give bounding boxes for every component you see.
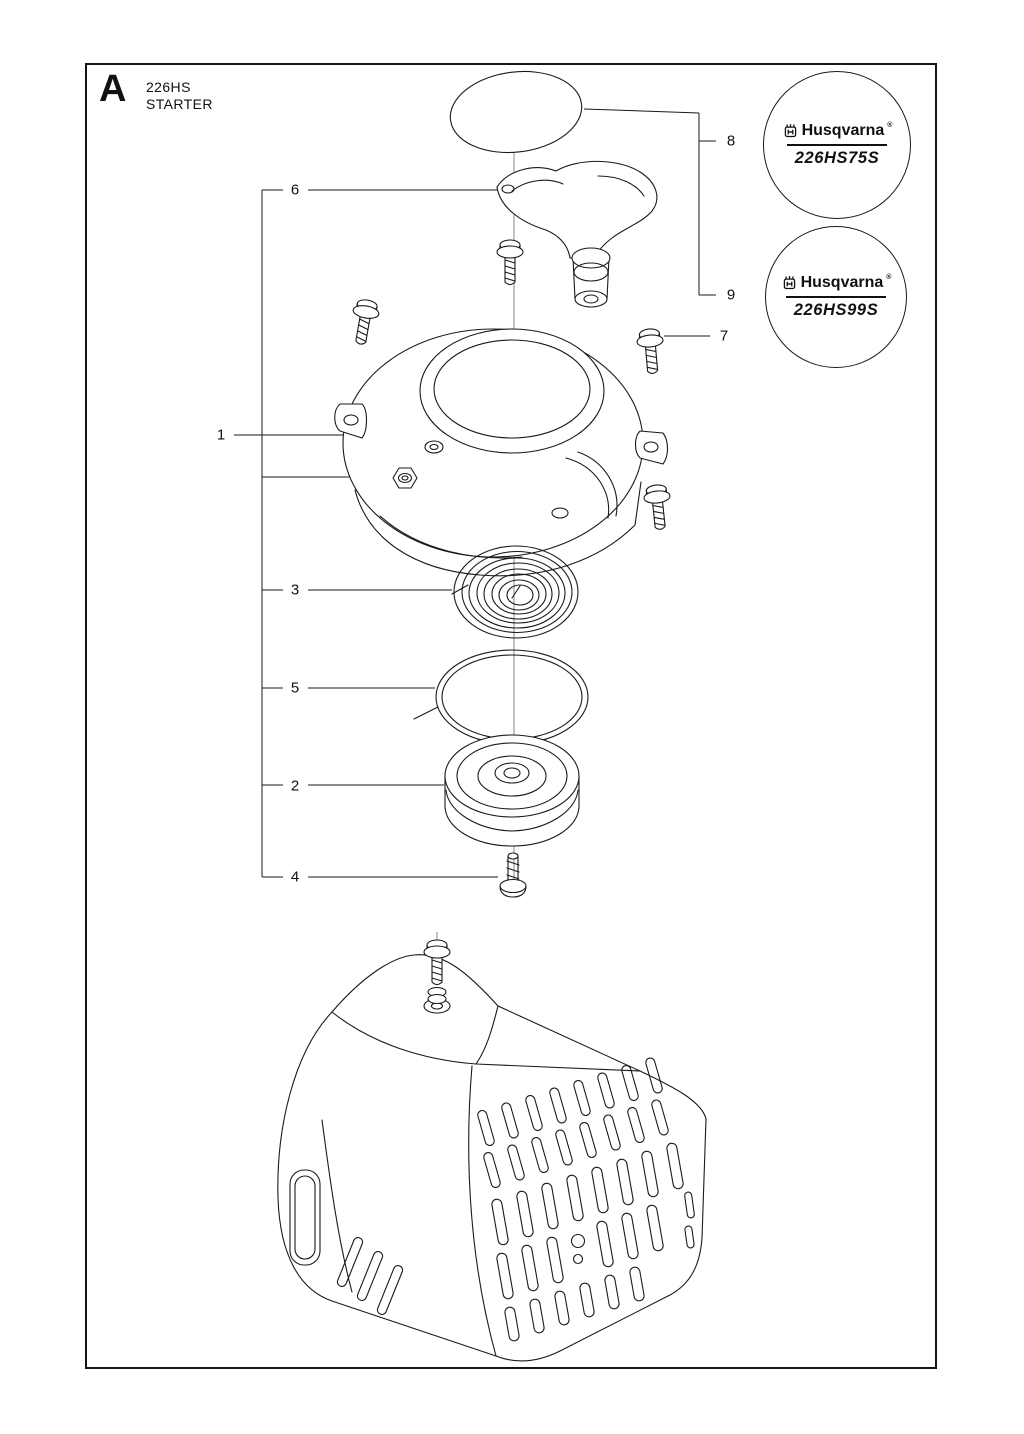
- handle-screw: [496, 239, 524, 286]
- model-number: 226HS: [146, 79, 191, 95]
- starter-cover: [277, 954, 707, 1362]
- brand-row: Husqvarna ®: [781, 273, 892, 292]
- spring-ring: [413, 649, 589, 745]
- badge-divider: [786, 295, 886, 299]
- husqvarna-crown-logo-icon: [782, 122, 799, 139]
- registered-mark: ®: [886, 273, 892, 281]
- callout-6: 6: [287, 181, 303, 199]
- starter-housing: [334, 328, 669, 577]
- pulley-screw: [499, 852, 527, 898]
- parts-artwork: [277, 70, 707, 1362]
- housing-screw-left: [347, 297, 382, 347]
- page-title: STARTER: [146, 96, 213, 112]
- decal-badge-226hs75s: Husqvarna ® 226HS75S: [763, 71, 911, 219]
- callout-1: 1: [213, 426, 229, 444]
- starter-handle: [496, 160, 658, 308]
- badge-model-text: 226HS75S: [794, 149, 880, 168]
- housing-screw-right-lower: [642, 483, 674, 532]
- callout-2: 2: [287, 777, 303, 795]
- badge-divider: [787, 143, 887, 147]
- brand-name: Husqvarna: [800, 273, 884, 291]
- decal-badge-226hs99s: Husqvarna ® 226HS99S: [765, 226, 907, 368]
- callout-7: 7: [716, 327, 732, 345]
- registered-mark: ®: [887, 121, 893, 129]
- callout-9: 9: [723, 286, 739, 304]
- decal-ellipse: [449, 70, 583, 154]
- husqvarna-crown-logo-icon: [781, 274, 798, 291]
- page-frame: [85, 63, 937, 1369]
- housing-screw-right-upper: [635, 327, 667, 376]
- section-letter: A: [99, 68, 128, 110]
- callout-5: 5: [287, 679, 303, 697]
- brand-name: Husqvarna: [801, 121, 885, 139]
- callout-4: 4: [287, 868, 303, 886]
- hex-nut: [392, 467, 418, 489]
- recoil-spring: [451, 545, 579, 639]
- brand-row: Husqvarna ®: [782, 121, 893, 140]
- callout-3: 3: [287, 581, 303, 599]
- badge-model-text: 226HS99S: [793, 301, 879, 320]
- starter-pulley: [444, 734, 580, 847]
- callout-8: 8: [723, 132, 739, 150]
- cover-screw: [423, 939, 451, 1005]
- leader-lines: [234, 108, 716, 878]
